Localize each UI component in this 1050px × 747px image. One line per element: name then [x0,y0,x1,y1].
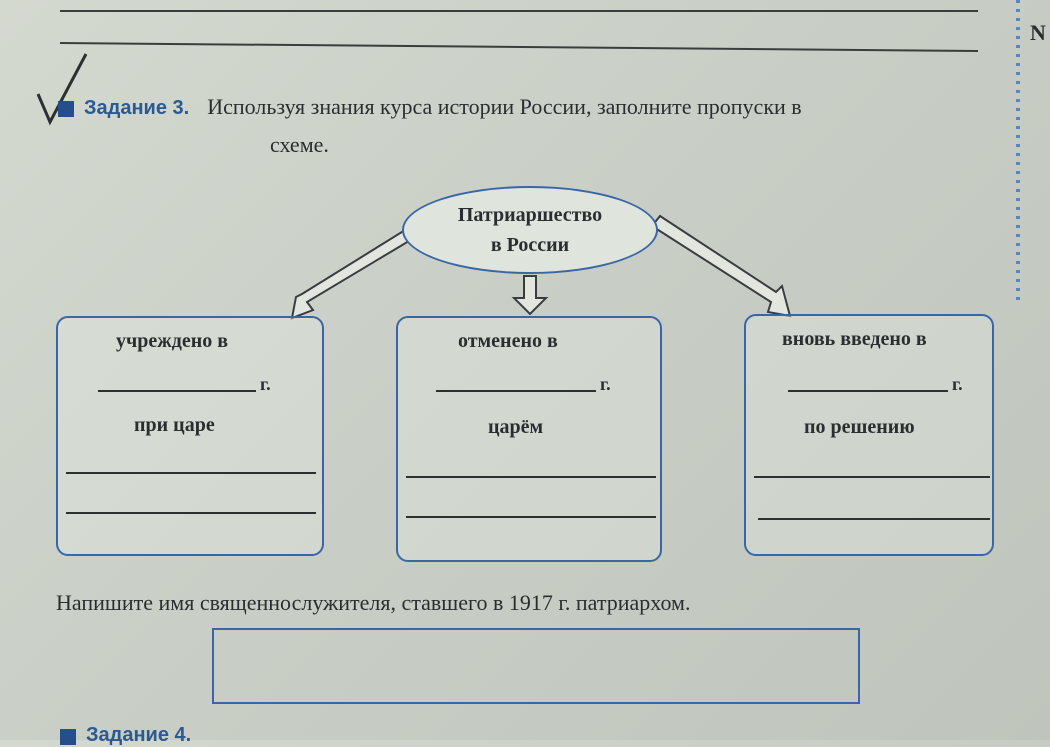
task-bullet-icon [58,100,74,117]
box-abolished-heading: отменено в [458,330,558,352]
center-node-line2: в России [490,234,570,256]
answer-blank-line1[interactable] [754,476,990,478]
checkmark-icon [36,53,88,126]
task-bullet-icon [60,729,76,746]
box-restored-heading: вновь введено в [782,328,927,350]
year-blank[interactable] [98,390,256,392]
box-established-subtext: при царе [134,414,215,436]
year-suffix: г. [600,374,611,394]
next-task-label: Задание 4. [86,724,192,746]
year-blank[interactable] [788,390,948,392]
page-number-mark: N [1030,20,1046,45]
task-label: Задание 3. [84,97,190,119]
box-restored: вновь введено в г. по решению [744,314,994,556]
top-rule [60,10,978,12]
answer-blank-line2[interactable] [406,516,656,518]
answer-input-box[interactable] [212,628,860,704]
answer-blank-line2[interactable] [66,512,316,514]
box-established: учреждено в г. при царе [56,316,324,556]
task-instruction-line1: Используя знания курса истории России, з… [207,94,802,119]
question-text: Напишите имя священнослужителя, ставшего… [56,590,691,615]
margin-dots [1016,0,1020,300]
box-established-heading: учреждено в [116,330,229,352]
answer-blank-line1[interactable] [66,472,316,474]
year-blank[interactable] [436,390,596,392]
box-abolished-subtext: царём [488,416,544,438]
year-suffix: г. [952,374,963,394]
center-node-patriarchate: Патриаршество в России [402,186,658,274]
year-suffix: г. [260,374,271,394]
answer-blank-line1[interactable] [406,476,656,478]
answer-blank-line2[interactable] [758,518,990,520]
next-task-heading: Задание 4. [60,724,209,747]
box-restored-subtext: по решению [804,416,915,438]
task-heading: Задание 3. Используя знания курса истории… [58,94,802,120]
box-abolished: отменено в г. царём [396,316,662,562]
center-node-line1: Патриаршество [457,204,603,226]
task-instruction-line2: схеме. [270,132,329,157]
